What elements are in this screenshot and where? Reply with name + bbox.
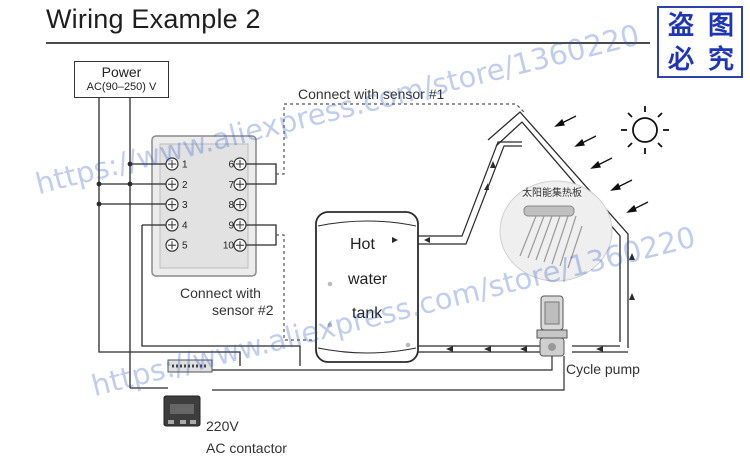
contactor-label: AC contactor	[206, 440, 287, 456]
sensor-2-lead	[276, 234, 330, 341]
flow-arrows-bottom	[446, 346, 603, 352]
wire-junctions	[96, 161, 133, 207]
flow-arrows-collector	[490, 161, 635, 300]
terminal-screw-slot	[236, 241, 244, 250]
hot-water-tank-body	[315, 211, 419, 363]
page-title: Wiring Example 2	[46, 4, 261, 34]
terminal-screw-slot	[236, 220, 244, 229]
stamp-char: 必	[667, 45, 694, 75]
terminal-screw-slot	[168, 241, 176, 250]
terminal-number: 10	[223, 241, 235, 252]
title-rule	[46, 42, 650, 44]
collector-label: 太阳能集热板	[522, 188, 582, 199]
terminal-block-left: 1 2 3 4 5	[165, 157, 188, 252]
terminal-number: 2	[182, 180, 188, 191]
terminal-number: 1	[182, 160, 188, 171]
terminal-screw-slot	[168, 220, 176, 229]
tank-label-tank: tank	[352, 305, 383, 322]
terminal-screw-slot	[168, 200, 176, 209]
power-source: Power AC(90–250) V	[74, 61, 169, 98]
sensor-1-lead	[276, 103, 525, 175]
flow-arrows-return	[392, 183, 489, 243]
sensor-2-label-line2: sensor #2	[212, 302, 274, 318]
stamp-char: 图	[707, 11, 734, 41]
hot-return-pipe	[418, 141, 522, 245]
sun-icon	[621, 106, 669, 154]
terminal-number: 3	[182, 200, 188, 211]
power-label: Power	[101, 64, 142, 80]
terminal-number: 6	[228, 160, 234, 171]
terminal-number: 5	[182, 241, 188, 252]
power-wires	[98, 98, 301, 388]
tank-label-hot: Hot	[350, 236, 375, 253]
terminal-block-right: 6 7 8 9 10	[223, 157, 247, 252]
terminal-number: 8	[228, 200, 234, 211]
terminal-number: 9	[228, 220, 234, 231]
terminal-screw-slot	[168, 180, 176, 189]
sensor-2-label-line1: Connect with	[180, 285, 261, 301]
sensor-1-label: Connect with sensor #1	[298, 86, 445, 102]
solar-heater-icon	[499, 180, 613, 282]
stamp-char: 盗	[667, 11, 694, 41]
pump-icon	[536, 295, 568, 357]
collector-frame	[487, 111, 629, 348]
contactor-voltage: 220V	[206, 418, 239, 434]
cold-pipe	[418, 345, 628, 353]
terminal-number: 4	[182, 220, 188, 231]
watermark-stamp: 盗 图 必 究	[657, 6, 743, 78]
terminal-screw-slot	[168, 160, 176, 168]
terminal-screw-slot	[236, 200, 244, 209]
contactor-icon	[163, 359, 213, 427]
stamp-char: 究	[707, 45, 734, 75]
tank-label-water: water	[348, 271, 388, 288]
power-range: AC(90–250) V	[86, 81, 157, 93]
tank-sensor-points	[327, 281, 411, 348]
pump-label: Cycle pump	[566, 361, 640, 377]
terminal-number: 7	[228, 180, 234, 191]
terminal-screw-slot	[236, 160, 244, 168]
sunlight-arrows	[554, 115, 649, 213]
terminal-screw-slot	[236, 180, 244, 189]
